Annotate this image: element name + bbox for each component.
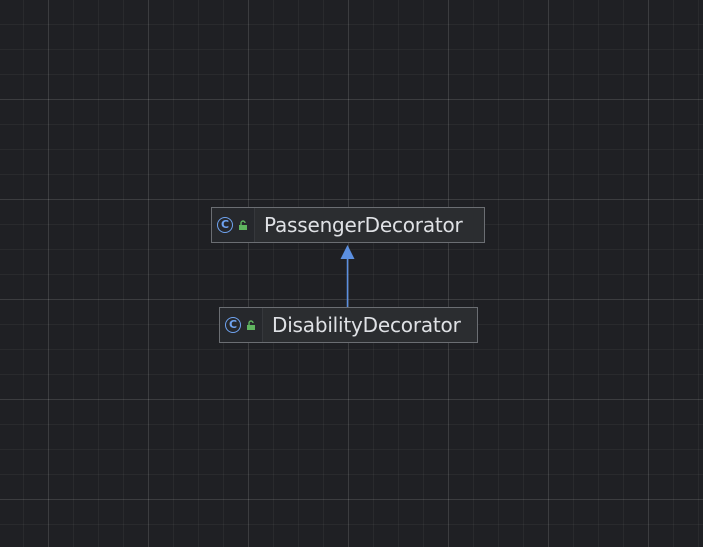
- class-name: DisabilityDecorator: [272, 313, 461, 337]
- class-node-passenger-decorator[interactable]: C PassengerDecorator: [211, 207, 485, 243]
- public-lock-icon: [247, 320, 255, 330]
- class-node-disability-decorator[interactable]: C DisabilityDecorator: [219, 307, 478, 343]
- class-icon: C: [225, 317, 241, 333]
- node-icons: C: [212, 208, 255, 242]
- class-name: PassengerDecorator: [264, 213, 463, 237]
- class-icon: C: [217, 217, 233, 233]
- public-lock-icon: [239, 220, 247, 230]
- node-icons: C: [220, 308, 263, 342]
